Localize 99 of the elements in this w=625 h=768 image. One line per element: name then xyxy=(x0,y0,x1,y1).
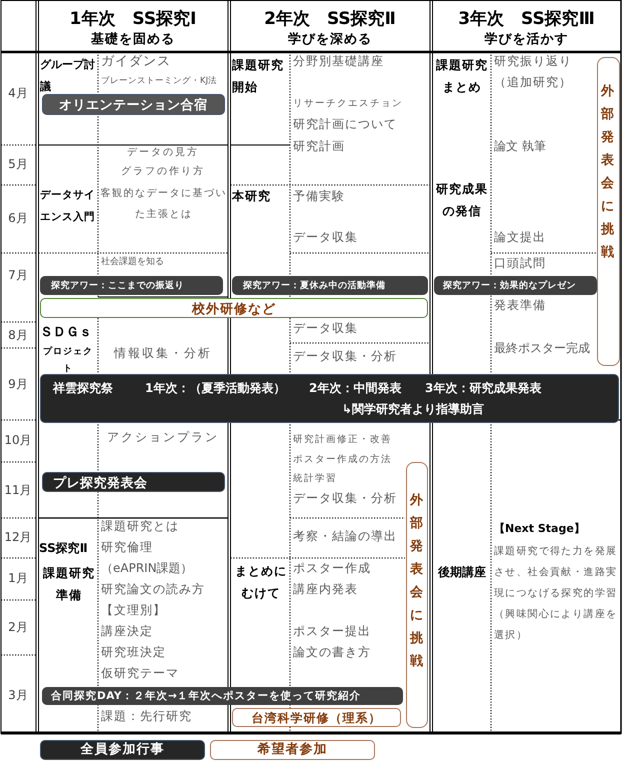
cell-text: リサーチクエスチョン xyxy=(293,98,403,109)
cell-text: 【文理別】 xyxy=(101,603,166,617)
cell-text: 【Next Stage】 xyxy=(494,522,585,535)
cell-text: 最終ポスター完成 xyxy=(494,341,590,355)
event-text: 合同探究DAY：２年次→１年次へポスターを使って研究紹介 xyxy=(51,689,362,703)
legend-text: 全員参加行事 xyxy=(80,742,164,757)
cell-text: 論文 執筆 xyxy=(494,139,546,153)
cell-text: 研究班決定 xyxy=(101,645,166,659)
unit-title: 課題研究まとめ xyxy=(436,58,488,94)
event-text: 台湾科学研修（理系） xyxy=(250,710,382,727)
month-label: 2月 xyxy=(8,620,28,634)
cell-text: 課題：先行研究 xyxy=(101,709,192,723)
cell-text: データ収集 xyxy=(293,230,358,244)
cell-text: 論文提出 xyxy=(494,230,546,244)
column-subheading: 学びを活かす xyxy=(484,32,568,47)
column-heading: 3年次 SS探究Ⅲ xyxy=(458,9,595,29)
event-text: 2年次：中間発表 xyxy=(309,380,402,397)
cell-text: （eAPRIN課題） xyxy=(101,561,193,575)
cell-text: アクションプラン xyxy=(107,430,219,444)
event-banner xyxy=(40,276,223,295)
cell-text: 講座内発表 xyxy=(293,582,358,596)
cell-text: 考察・結論の導出 xyxy=(293,529,397,543)
event-text: 祥雲探究祭 xyxy=(53,380,113,397)
event-banner xyxy=(232,276,428,295)
cell-text: （追加研究） xyxy=(494,75,572,89)
event-text: 探究アワー：ここまでの振返り xyxy=(51,279,184,292)
cell-text: データ収集 xyxy=(293,321,358,335)
cell-text: ブレーンストーミング・KJ法 xyxy=(101,76,218,86)
event-text: オリエンテーション合宿 xyxy=(59,96,208,114)
month-label: 6月 xyxy=(8,211,28,225)
cell-text: ポスター作成の方法 xyxy=(293,454,392,465)
cell-text: 口頭試問 xyxy=(494,256,546,270)
event-text: 探究アワー：効果的なプレゼン xyxy=(443,279,576,292)
legend-text: 希望者参加 xyxy=(258,742,328,757)
unit-title: ＳＤＧｓ xyxy=(40,325,92,340)
event-text: 1年次：（夏季活動発表） xyxy=(145,380,286,397)
event-banner xyxy=(40,374,619,423)
cell-text: 研究計画修正・改善 xyxy=(293,434,392,445)
event-text: ↳関学研究者より指導助言 xyxy=(342,401,484,418)
month-label: 10月 xyxy=(4,433,32,447)
cell-text: 統計学習 xyxy=(293,473,337,484)
event-banner xyxy=(42,94,225,115)
column-subheading: 学びを深める xyxy=(288,32,372,47)
vertical-banner xyxy=(597,57,620,366)
event-banner xyxy=(42,472,225,492)
cell-text: 予備実験 xyxy=(293,189,345,203)
event-banner xyxy=(40,298,428,318)
cell-text: 研究振り返り xyxy=(494,54,572,68)
cell-text: ポスター作成 xyxy=(293,561,371,575)
cell-text: 論文の書き方 xyxy=(293,645,371,659)
event-banner xyxy=(42,687,403,705)
cell-text: 客観的なデータに基づいた主張とは xyxy=(100,188,227,220)
cell-text: 社会課題を知る xyxy=(101,257,164,267)
cell-text: データの見方 xyxy=(127,147,199,158)
month-label: 3月 xyxy=(8,688,28,702)
cell-text: 分野別基礎講座 xyxy=(293,54,384,68)
month-label: 4月 xyxy=(8,86,28,100)
column-heading: 2年次 SS探究Ⅱ xyxy=(264,9,396,29)
unit-title: 課題研究準備 xyxy=(43,566,95,602)
month-label: 12月 xyxy=(4,530,32,544)
cell-text: データ収集・分析 xyxy=(293,349,397,363)
month-label: 11月 xyxy=(4,483,32,497)
unit-title: 研究成果の発信 xyxy=(436,182,488,218)
event-text: 3年次：研究成果発表 xyxy=(425,380,542,397)
cell-text: 課題研究で得た力を発展させ、社会貢献・進路実現につなげる探究的学習（興味関心により講座を選択） xyxy=(494,546,618,641)
cell-text: 情報収集・分析 xyxy=(114,346,212,360)
cell-text: 課題研究とは xyxy=(101,519,179,533)
unit-title: SS探究Ⅱ xyxy=(39,541,88,555)
unit-title: プロジェクト xyxy=(43,347,93,374)
column-subheading: 基礎を固める xyxy=(91,32,175,47)
cell-text: 発表準備 xyxy=(494,298,546,312)
event-text: 外部発表会に挑戦 xyxy=(600,83,615,262)
month-label: 8月 xyxy=(8,328,28,342)
event-banner xyxy=(434,276,597,295)
unit-title: 課題研究開始 xyxy=(232,58,284,94)
cell-text: 研究論文の読み方 xyxy=(101,582,205,596)
cell-text: 講座決定 xyxy=(101,624,153,638)
event-banner xyxy=(232,708,401,727)
cell-text: ガイダンス xyxy=(101,54,171,69)
cell-text: ポスター提出 xyxy=(293,624,371,638)
event-text: 探究アワー：夏休み中の活動準備 xyxy=(243,279,386,292)
month-label: 7月 xyxy=(8,268,28,282)
unit-title: まとめにむけて xyxy=(235,564,287,600)
unit-title: 本研究 xyxy=(232,189,271,203)
event-text: 外部発表会に挑戦 xyxy=(409,492,424,671)
event-text: 校外研修など xyxy=(190,301,277,318)
event-text: プレ探究発表会 xyxy=(53,474,148,492)
month-label: 5月 xyxy=(8,157,28,171)
cell-text: 仮研究テーマ xyxy=(101,666,179,680)
unit-title: データサイエンス入門 xyxy=(40,189,95,223)
cell-text: 研究倫理 xyxy=(101,540,153,554)
month-label: 1月 xyxy=(8,571,28,585)
cell-text: 研究計画について xyxy=(293,117,397,131)
month-label: 9月 xyxy=(8,377,28,391)
vertical-banner xyxy=(406,462,428,728)
cell-text: 研究計画 xyxy=(293,139,345,153)
cell-text: グラフの作り方 xyxy=(121,166,205,177)
cell-text: データ収集・分析 xyxy=(293,491,397,505)
column-heading: 1年次 SS探究Ⅰ xyxy=(70,9,196,29)
